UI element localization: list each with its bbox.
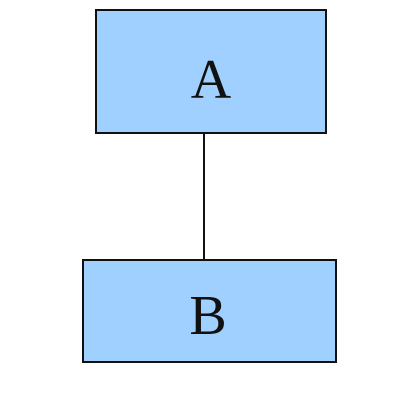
node-b-label: B xyxy=(189,285,226,347)
node-b-box xyxy=(82,259,337,363)
node-a-label: A xyxy=(191,49,232,111)
node-a: A xyxy=(95,9,327,134)
node-a-box xyxy=(95,9,327,134)
node-b: B xyxy=(82,259,337,363)
